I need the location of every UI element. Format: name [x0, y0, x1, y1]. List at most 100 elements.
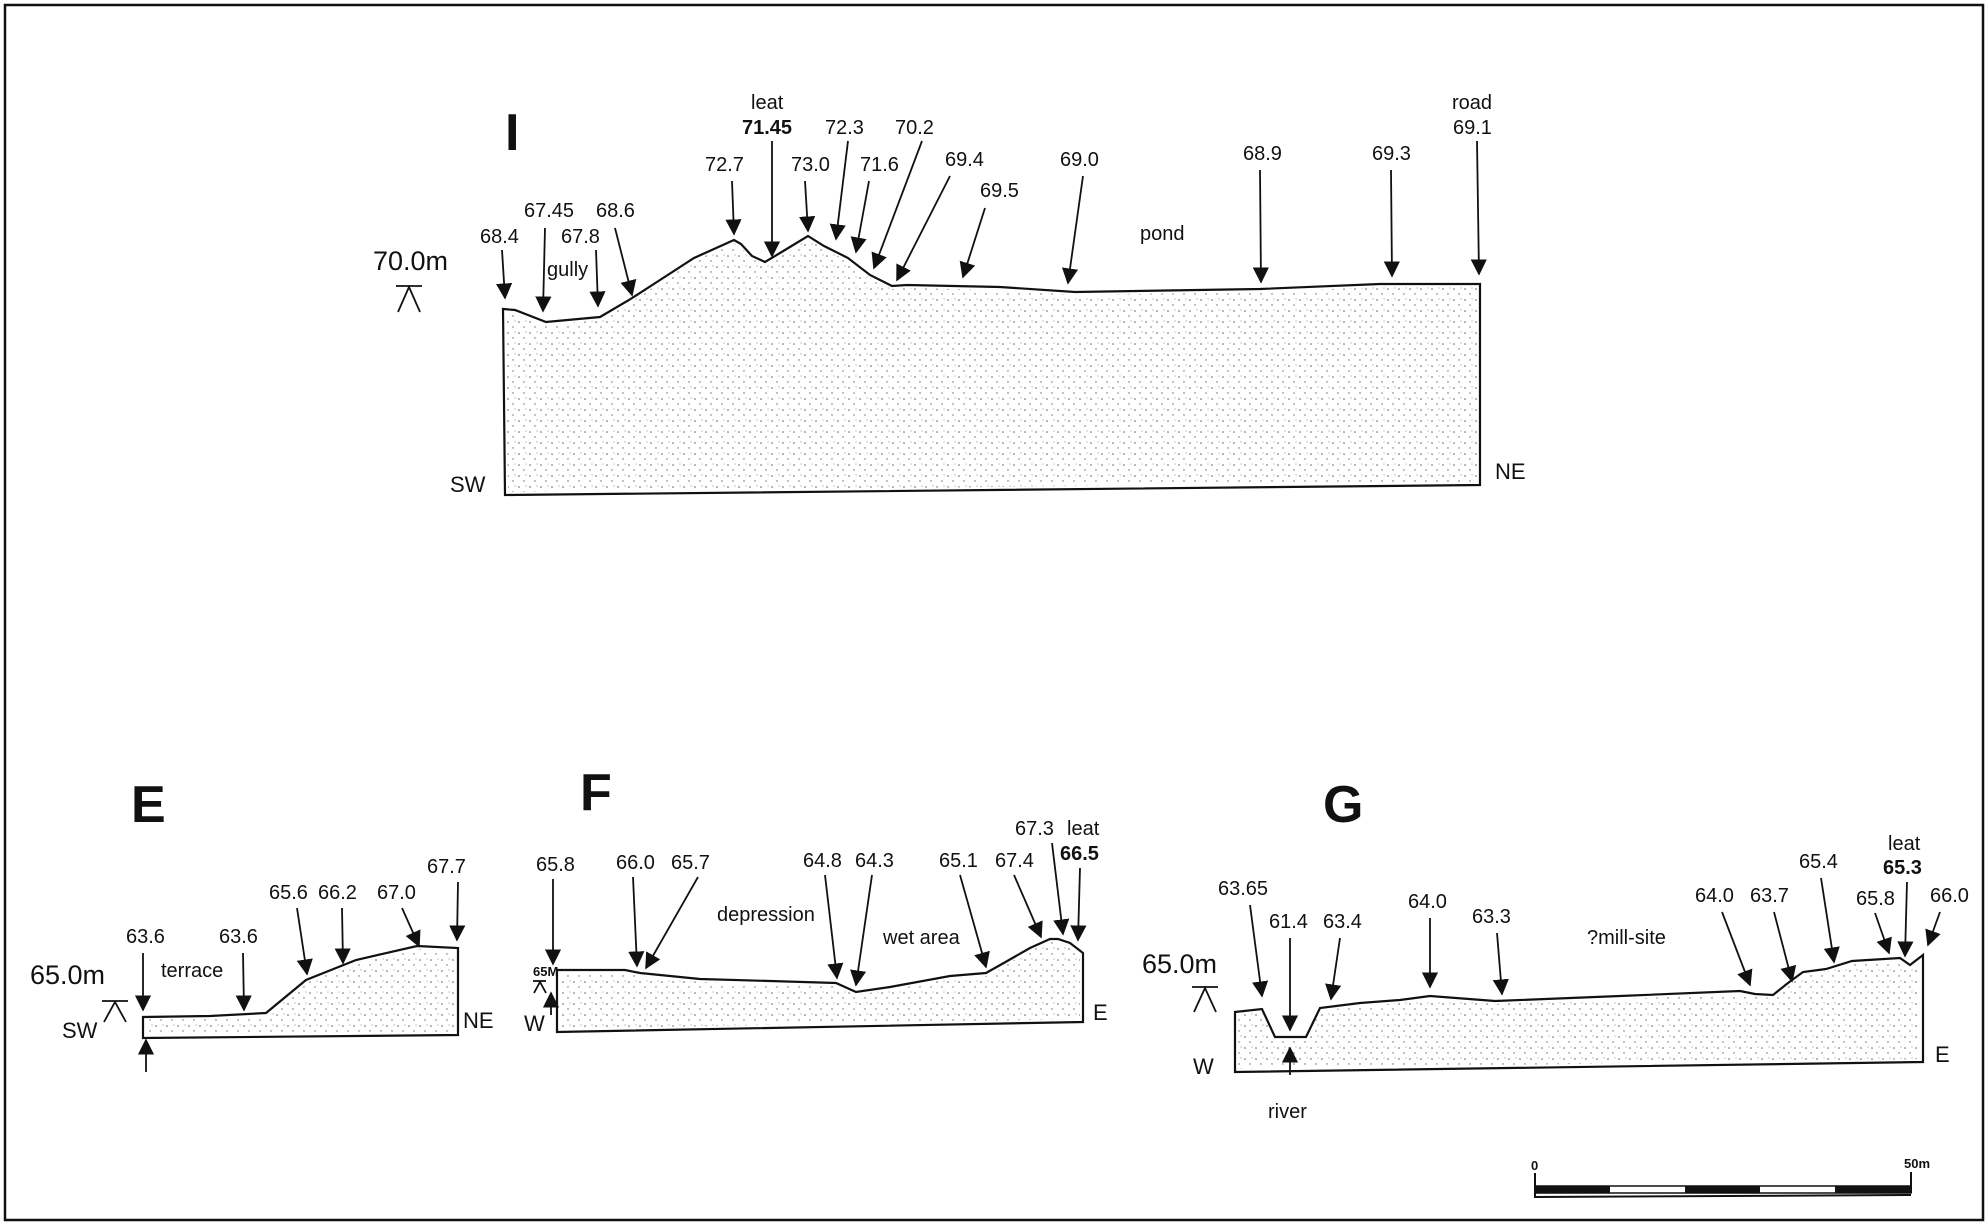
arrow-icon — [645, 876, 699, 970]
arrow-icon — [829, 140, 849, 241]
arrow-icon — [1925, 911, 1941, 947]
elevation-label: 65.1 — [939, 850, 978, 872]
arrow-icon — [628, 876, 645, 968]
arrow-icon — [1773, 911, 1797, 983]
arrow-icon — [589, 249, 606, 308]
elevation-label: 63.7 — [1750, 885, 1789, 907]
arrow-icon — [1721, 911, 1753, 987]
profile-i: I 70.0m SW NE 68.4 67.45 67.8 gully 68.6… — [373, 92, 1526, 497]
elevation-label: 67.8 — [561, 226, 600, 248]
elevation-label: 63.4 — [1323, 911, 1362, 933]
elevation-label: 63.6 — [126, 926, 165, 948]
profile-f-datum-small: 65M — [533, 964, 558, 979]
feature-label-leat: leat — [1888, 833, 1921, 855]
arrow-icon — [401, 907, 421, 948]
feature-label-river: river — [1268, 1101, 1307, 1123]
elevation-label: 67.4 — [995, 850, 1034, 872]
arrow-icon — [1325, 937, 1342, 1001]
feature-label-leat: leat — [1067, 818, 1100, 840]
datum-marker-icon — [533, 980, 547, 994]
feature-label-mill-site: ?mill-site — [1587, 927, 1666, 949]
elevation-label: 67.45 — [524, 200, 574, 222]
scale-bar: 0 50m — [1531, 1156, 1930, 1198]
elevation-label: 68.4 — [480, 226, 519, 248]
arrow-icon — [535, 227, 552, 313]
elevation-label: 67.0 — [377, 882, 416, 904]
elevation-label: 65.8 — [1856, 888, 1895, 910]
arrow-icon — [850, 180, 870, 254]
elevation-label: 66.2 — [318, 882, 357, 904]
arrow-icon — [449, 881, 466, 942]
arrow-icon — [1013, 874, 1043, 939]
profile-e-left-end: SW — [62, 1018, 98, 1043]
profile-e-title: E — [131, 776, 166, 834]
elevation-label: 66.0 — [616, 852, 655, 874]
feature-label-depression: depression — [717, 904, 815, 926]
elevation-label: 65.4 — [1799, 851, 1838, 873]
elevation-label: 72.3 — [825, 117, 864, 139]
elevation-label: 71.6 — [860, 154, 899, 176]
elevation-label: 65.7 — [671, 852, 710, 874]
feature-label-wet-area: wet area — [882, 927, 961, 949]
profile-f: F 65M W E 65.8 66.0 65.7 depression 64.8… — [524, 764, 1108, 1036]
elevation-label-bold: 71.45 — [742, 117, 792, 139]
profile-f-left-end: W — [524, 1011, 545, 1036]
elevation-label: 64.8 — [803, 850, 842, 872]
elevation-label: 64.0 — [1408, 891, 1447, 913]
arrow-icon — [1874, 912, 1892, 955]
profile-g-title: G — [1323, 776, 1363, 834]
arrow-icon — [1383, 169, 1400, 278]
arrow-icon — [1492, 932, 1509, 996]
profile-f-right-end: E — [1093, 1000, 1108, 1025]
scale-bar-start: 0 — [1531, 1158, 1538, 1173]
elevation-label: 67.3 — [1015, 818, 1054, 840]
elevation-label: 72.7 — [705, 154, 744, 176]
arrow-icon — [1252, 169, 1269, 284]
elevation-label: 69.3 — [1372, 143, 1411, 165]
arrow-icon — [959, 874, 990, 969]
arrow-icon — [496, 249, 513, 300]
arrow-icon — [1062, 175, 1084, 285]
datum-marker-icon — [1192, 985, 1218, 1013]
elevation-label: 68.6 — [596, 200, 635, 222]
elevation-label: 63.65 — [1218, 878, 1268, 900]
arrow-icon — [296, 907, 313, 976]
feature-label-gully: gully — [547, 259, 588, 281]
elevation-label-bold: 65.3 — [1883, 857, 1922, 879]
arrow-icon — [1897, 881, 1914, 958]
elevation-label: 70.2 — [895, 117, 934, 139]
profile-g-right-end: E — [1935, 1042, 1950, 1067]
profile-i-datum: 70.0m — [373, 246, 448, 276]
elevation-label: 69.4 — [945, 149, 984, 171]
profile-g: G 65.0m W E river 63.65 61.4 63.4 64.0 6… — [1142, 776, 1969, 1123]
arrow-icon — [824, 874, 844, 980]
feature-label-road: road — [1452, 92, 1492, 114]
arrow-icon — [799, 180, 816, 233]
profile-i-left-end: SW — [450, 472, 486, 497]
elevation-label-bold: 66.5 — [1060, 843, 1099, 865]
elevation-label: 61.4 — [1269, 911, 1308, 933]
elevation-label: 67.7 — [427, 856, 466, 878]
page-frame — [3, 3, 1985, 1222]
profile-e-right-end: NE — [463, 1008, 494, 1033]
profile-g-datum: 65.0m — [1142, 949, 1217, 979]
arrow-icon — [896, 175, 951, 282]
arrow-icon — [725, 180, 742, 236]
profile-i-title: I — [505, 104, 519, 162]
elevation-label: 65.8 — [536, 854, 575, 876]
elevation-label: 63.3 — [1472, 906, 1511, 928]
arrow-icon — [235, 952, 252, 1012]
feature-label-pond: pond — [1140, 223, 1185, 245]
datum-marker-icon — [396, 284, 422, 313]
scale-bar-end: 50m — [1904, 1156, 1930, 1171]
feature-label-terrace: terrace — [161, 960, 223, 982]
profile-g-left-end: W — [1193, 1054, 1214, 1079]
elevation-label: 69.1 — [1453, 117, 1492, 139]
elevation-label: 64.0 — [1695, 885, 1734, 907]
elevation-label: 65.6 — [269, 882, 308, 904]
profile-e-datum: 65.0m — [30, 960, 105, 990]
arrow-icon — [1070, 867, 1087, 942]
elevation-label: 69.0 — [1060, 149, 1099, 171]
arrow-icon — [1051, 842, 1070, 936]
